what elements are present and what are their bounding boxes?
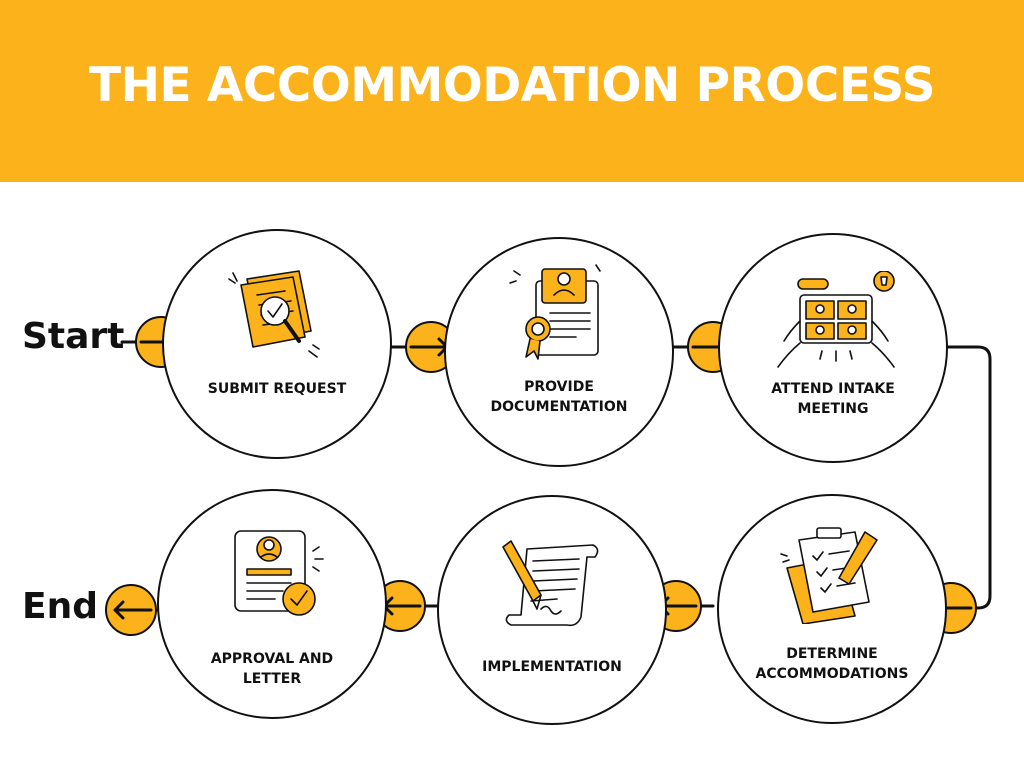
page-title: THE ACCOMMODATION PROCESS xyxy=(89,58,935,113)
step-label: ATTEND INTAKE MEETING xyxy=(771,381,895,417)
clipboard-checklist-icon xyxy=(780,527,878,624)
title-banner: THE ACCOMMODATION PROCESS xyxy=(0,0,1024,182)
step-attend-intake-meeting: ATTEND INTAKE MEETING xyxy=(718,233,948,463)
step-implementation: IMPLEMENTATION xyxy=(437,495,667,725)
step-provide-documentation: PROVIDE DOCUMENTATION xyxy=(444,237,674,467)
step-approval-and-letter: APPROVAL AND LETTER xyxy=(157,489,387,719)
step-label: SUBMIT REQUEST xyxy=(207,381,347,397)
start-label: Start xyxy=(22,316,125,357)
step-label: DETERMINE ACCOMMODATIONS xyxy=(755,646,909,682)
step-label: APPROVAL AND LETTER xyxy=(210,651,334,687)
step-label: IMPLEMENTATION xyxy=(482,659,622,675)
scroll-pen-icon xyxy=(502,540,599,627)
certificate-badge-icon xyxy=(509,264,601,360)
step-label: PROVIDE DOCUMENTATION xyxy=(490,379,628,415)
end-label: End xyxy=(22,586,98,627)
step-determine-accommodations: DETERMINE ACCOMMODATIONS xyxy=(717,494,947,724)
connector-3-4 xyxy=(943,345,992,610)
video-meeting-tablet-icon xyxy=(777,271,895,368)
approved-id-card-icon xyxy=(234,530,324,616)
step-submit-request: SUBMIT REQUEST xyxy=(162,229,392,459)
arrow-node-end xyxy=(105,584,157,636)
document-magnifier-icon xyxy=(228,270,320,358)
